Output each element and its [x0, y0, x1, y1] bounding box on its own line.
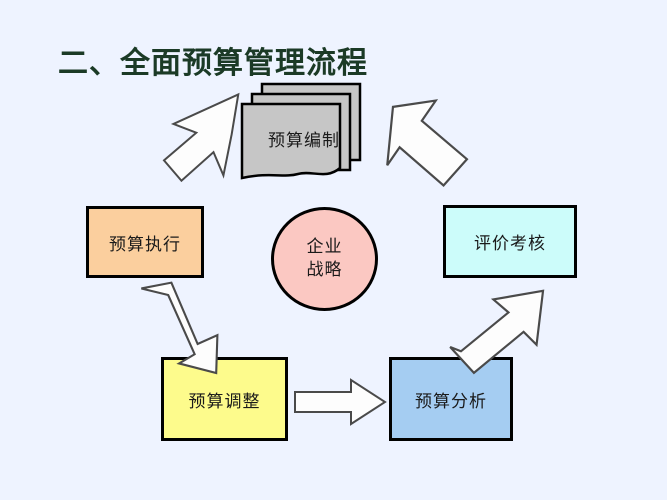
arrow-shape [141, 281, 219, 375]
stacked-document-icon [240, 82, 362, 180]
node-adjust[interactable]: 预算调整 [161, 357, 288, 441]
node-analyze-label: 预算分析 [415, 391, 487, 412]
arrow-shape [162, 92, 240, 183]
arrow-shape [294, 378, 387, 426]
arrow-evaluate-to-prepare [386, 92, 494, 200]
node-evaluate-label: 评价考核 [474, 234, 546, 254]
node-prepare[interactable]: 预算编制 [240, 82, 362, 184]
arrow-shape [386, 99, 469, 187]
center-strategy-line1: 企业 [306, 237, 343, 258]
page-title: 二、全面预算管理流程 [58, 46, 368, 81]
node-adjust-label: 预算调整 [188, 391, 261, 412]
node-evaluate[interactable]: 评价考核 [443, 205, 577, 278]
node-execute[interactable]: 预算执行 [86, 206, 204, 278]
center-strategy-circle[interactable]: 企业 战略 [271, 207, 378, 311]
arrow-adjust-to-analyze [293, 378, 387, 426]
node-analyze[interactable]: 预算分析 [389, 357, 513, 441]
arrow-analyze-to-evaluate [448, 280, 552, 376]
node-execute-label: 预算执行 [109, 234, 181, 255]
center-strategy-line2: 战略 [306, 260, 343, 280]
arrow-prepare-to-execute [142, 92, 252, 198]
arrow-shape [449, 289, 545, 375]
arrow-execute-to-adjust [136, 281, 238, 375]
